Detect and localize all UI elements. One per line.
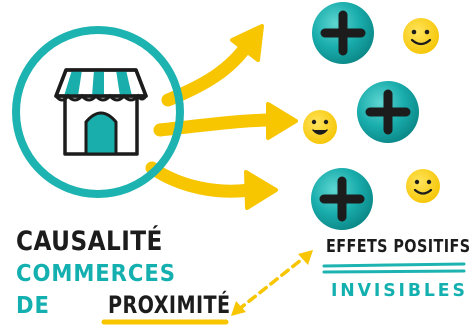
smiley-icon [403,18,439,54]
storefront-icon [54,68,148,156]
invisibles-underline [322,269,466,274]
label-invisibles: INVISIBLES [331,280,468,301]
arrow-top [161,24,264,107]
arrow-bottom [145,161,278,210]
label-de: DE [16,293,50,319]
label-proximite: PROXIMITÉ [108,291,231,319]
label-causalite: CAUSALITÉ [16,226,163,257]
plus-icon [312,2,374,64]
dashed-double-arrow [231,250,313,316]
plus-icon [357,81,419,143]
smiley-icon [303,110,337,144]
label-commerces: COMMERCES [16,261,176,287]
effets-underline [322,262,466,268]
shop-circle [12,26,184,198]
label-effets-positifs: EFFETS POSITIFS [326,236,471,257]
plus-icon [311,168,373,230]
smiley-icon [406,169,440,203]
arrow-middle [153,102,298,140]
